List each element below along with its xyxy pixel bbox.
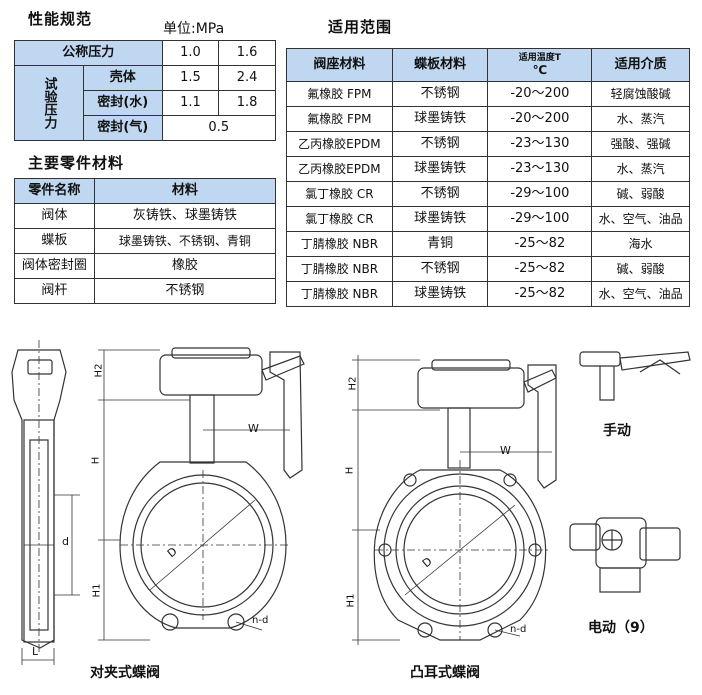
temp-header: 适用温度T [518,53,561,63]
seat-material: 乙丙橡胶EPDM [286,156,393,182]
medium: 碱、弱酸 [591,181,690,207]
wafer-side-view [11,340,80,665]
disc-material: 青铜 [391,231,489,257]
temperature: -29～100 [487,181,593,207]
table-header-row: 阀座材料 蝶板材料 适用温度T ℃ 适用介质 [286,48,690,82]
medium: 海水 [591,231,690,257]
dim-w: W [500,444,511,457]
parts-title: 主要零件材料 [28,154,125,172]
seat-material: 氟橡胶 FPM [286,106,393,132]
manual-operator-icon [579,351,691,401]
seat-material: 丁腈橡胶 NBR [286,281,393,307]
dim-nd: n-d [510,624,527,635]
medium: 轻腐蚀酸碱 [591,81,690,107]
seal-gas-value: 0.5 [161,115,277,141]
caption-wafer: 对夹式蝶阀 [90,665,160,681]
dim-nd: n-d [252,615,269,626]
dim-w: W [248,422,259,435]
temperature: -23～130 [487,131,593,157]
dim-h2: H2 [347,376,359,391]
caption-electric: 电动（9） [588,620,654,636]
unit-label: 单位:MPa [163,21,225,37]
column-header: 阀座材料 [286,48,393,82]
part-name: 阀体 [14,203,95,229]
part-material: 不锈钢 [93,278,277,304]
table-header-row: 零件名称 材料 [14,178,277,204]
lug-front-view [352,355,557,645]
medium: 碱、弱酸 [591,256,690,282]
temp-unit: ℃ [532,63,548,77]
nominal-label: 公称压力 [14,40,163,66]
disc-material: 球墨铸铁 [391,156,489,182]
test-label: 试验压力 [14,65,84,141]
table-row: 密封(气) 0.5 [15,115,277,141]
medium: 水、蒸汽 [591,106,690,132]
seat-material: 丁腈橡胶 NBR [286,231,393,257]
caption-manual: 手动 [603,423,631,439]
disc-material: 球墨铸铁 [391,281,489,307]
seat-material: 氟橡胶 FPM [286,81,393,107]
dim-l: L [32,645,39,658]
perf-title: 性能规范 [28,10,93,28]
wafer-front-view [98,347,305,641]
medium: 强酸、强碱 [591,131,690,157]
dim-h2: H2 [93,363,105,378]
table-row: 阀杆不锈钢 [14,278,277,304]
disc-material: 不锈钢 [391,181,489,207]
column-header: 材料 [93,178,277,204]
temperature: -25～82 [487,256,593,282]
table-row: 公称压力 1.0 1.6 [14,40,276,66]
table-row: 阀体灰铸铁、球墨铸铁 [14,203,277,229]
column-header: 零件名称 [14,178,95,204]
dim-h1: H1 [345,593,357,608]
temperature: -29～100 [487,206,593,232]
temperature: -23～130 [487,156,593,182]
dim-h1: H1 [91,583,103,598]
nominal-value: 1.6 [218,40,276,66]
seal-water-label: 密封(水) [83,90,163,116]
electric-actuator-icon [569,517,681,593]
shell-value: 1.5 [161,65,220,91]
caption-lug: 凸耳式蝶阀 [410,665,480,681]
shell-value: 2.4 [218,65,276,91]
part-material: 灰铸铁、球墨铸铁 [93,203,277,229]
dim-d-small: d [62,535,69,548]
column-header: 适用温度T ℃ [487,48,593,82]
column-header: 适用介质 [591,48,690,82]
seal-gas-label: 密封(气) [83,115,163,141]
disc-material: 不锈钢 [391,131,489,157]
parts-table: 零件名称 材料 阀体灰铸铁、球墨铸铁 蝶板球墨铸铁、不锈钢、青铜 阀体密封圈橡胶… [14,178,277,304]
temperature: -25～82 [487,281,593,307]
dim-h: H [90,456,102,465]
column-header: 蝶板材料 [391,48,489,82]
medium: 水、蒸汽 [591,156,690,182]
scope-title: 适用范围 [328,18,393,36]
nominal-value: 1.0 [161,40,220,66]
table-row: 蝶板球墨铸铁、不锈钢、青铜 [14,228,277,254]
seat-material: 乙丙橡胶EPDM [286,131,393,157]
dim-h: H [344,466,356,475]
perf-table: 公称压力 1.0 1.6 试验压力 壳体 1.5 2.4 密封(水) 1.1 1… [14,40,277,141]
shell-label: 壳体 [83,65,163,91]
temperature: -25～82 [487,231,593,257]
medium: 水、空气、油品 [591,281,690,307]
table-row: 试验压力 壳体 1.5 2.4 [14,65,276,141]
part-material: 球墨铸铁、不锈钢、青铜 [93,228,277,254]
